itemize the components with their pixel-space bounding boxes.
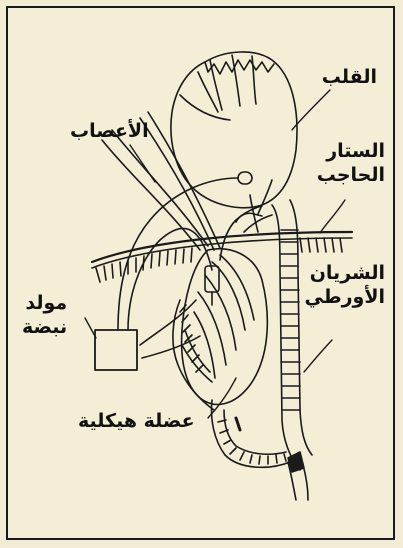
label-diaphragm: الستار الحاجب [317, 140, 385, 188]
heart-drawing [171, 52, 297, 232]
label-heart: القلب [322, 66, 377, 90]
label-nerves: الأعصاب [70, 120, 149, 144]
label-pulse-generator: مولد نبضة [22, 292, 67, 340]
label-skeletal-muscle: عضلة هيكلية [78, 410, 195, 434]
skeletal-muscle-drawing [173, 249, 267, 410]
pulse-generator-box [95, 330, 137, 370]
label-aorta: الشريان الأورطي [304, 262, 385, 310]
